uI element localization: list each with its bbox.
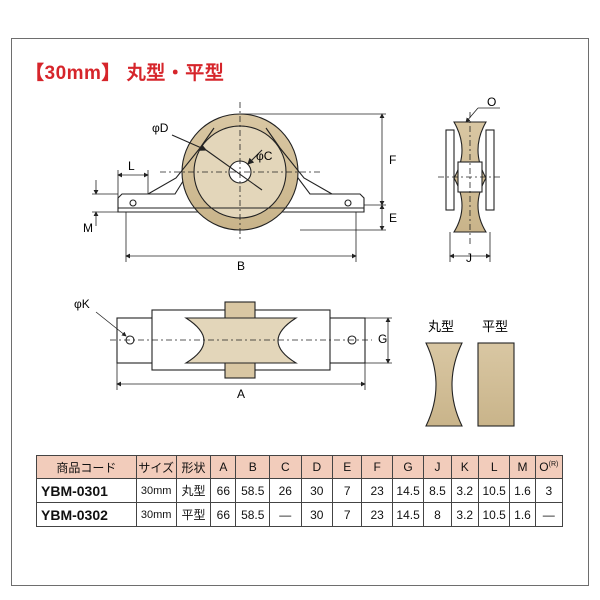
table-row: YBM-0301 30mm 丸型 66 58.5 26 30 7 23 14.5… [36,478,564,503]
header-product-code: 商品コード [36,455,137,479]
label-e: E [389,211,397,225]
header-d: D [300,455,334,479]
cell-o: — [534,502,564,527]
page-title: 【30mm】 丸型・平型 [25,63,225,84]
label-m: M [83,221,93,235]
cell-e: 7 [332,502,363,527]
table-header-row: 商品コード サイズ 形状 A B C D E F G J K L M O(R) [36,455,564,479]
label-phi-k: φK [74,297,90,311]
table-row: YBM-0302 30mm 平型 66 58.5 — 30 7 23 14.5 … [36,502,564,527]
cell-c: — [269,502,302,527]
top-view [95,301,392,390]
cell-f: 23 [361,478,393,503]
cell-g: 14.5 [391,478,425,503]
label-j: J [466,251,472,265]
cell-b: 58.5 [235,502,271,527]
label-l: L [128,159,135,173]
header-o: O(R) [534,455,564,479]
cell-o: 3 [534,478,564,503]
cell-e: 7 [332,478,363,503]
header-size: サイズ [135,455,177,479]
label-shape-round: 丸型 [428,319,454,334]
cell-l: 10.5 [477,478,511,503]
label-shape-flat: 平型 [482,319,508,334]
cell-product-code: YBM-0302 [36,502,137,527]
cell-j: 8 [423,502,452,527]
label-g: G [378,332,387,346]
label-f: F [389,153,396,167]
cell-l: 10.5 [477,502,511,527]
header-m: M [509,455,536,479]
header-c: C [269,455,302,479]
cell-f: 23 [361,502,393,527]
cell-c: 26 [269,478,302,503]
header-o-suffix: (R) [548,461,559,468]
header-e: E [332,455,363,479]
cell-m: 1.6 [509,478,536,503]
label-phi-d: φD [152,121,169,135]
datasheet-frame [11,38,589,586]
flat-profile [477,342,515,427]
cell-size: 30mm [135,478,177,503]
header-b: B [235,455,271,479]
cell-m: 1.6 [509,502,536,527]
front-view [92,102,386,262]
header-f: F [361,455,393,479]
cell-j: 8.5 [423,478,452,503]
cell-d: 30 [300,502,334,527]
header-l: L [477,455,511,479]
header-k: K [450,455,479,479]
header-g: G [391,455,425,479]
cell-b: 58.5 [235,478,271,503]
cell-k: 3.2 [450,478,479,503]
label-a: A [237,387,245,401]
header-o-label: O [539,460,549,474]
cell-a: 66 [210,478,237,503]
cell-size: 30mm [135,502,177,527]
cell-product-code: YBM-0301 [36,478,137,503]
round-profile [425,342,463,427]
cell-d: 30 [300,478,334,503]
cell-a: 66 [210,502,237,527]
cell-shape: 平型 [175,502,212,527]
label-o: O [487,95,496,109]
spec-table: 商品コード サイズ 形状 A B C D E F G J K L M O(R) … [36,455,564,527]
header-j: J [423,455,452,479]
cell-g: 14.5 [391,502,425,527]
cell-k: 3.2 [450,502,479,527]
cell-shape: 丸型 [175,478,212,503]
header-shape: 形状 [175,455,212,479]
side-view [438,107,502,262]
header-a: A [210,455,237,479]
label-phi-c: φC [256,149,273,163]
label-b: B [237,259,245,273]
